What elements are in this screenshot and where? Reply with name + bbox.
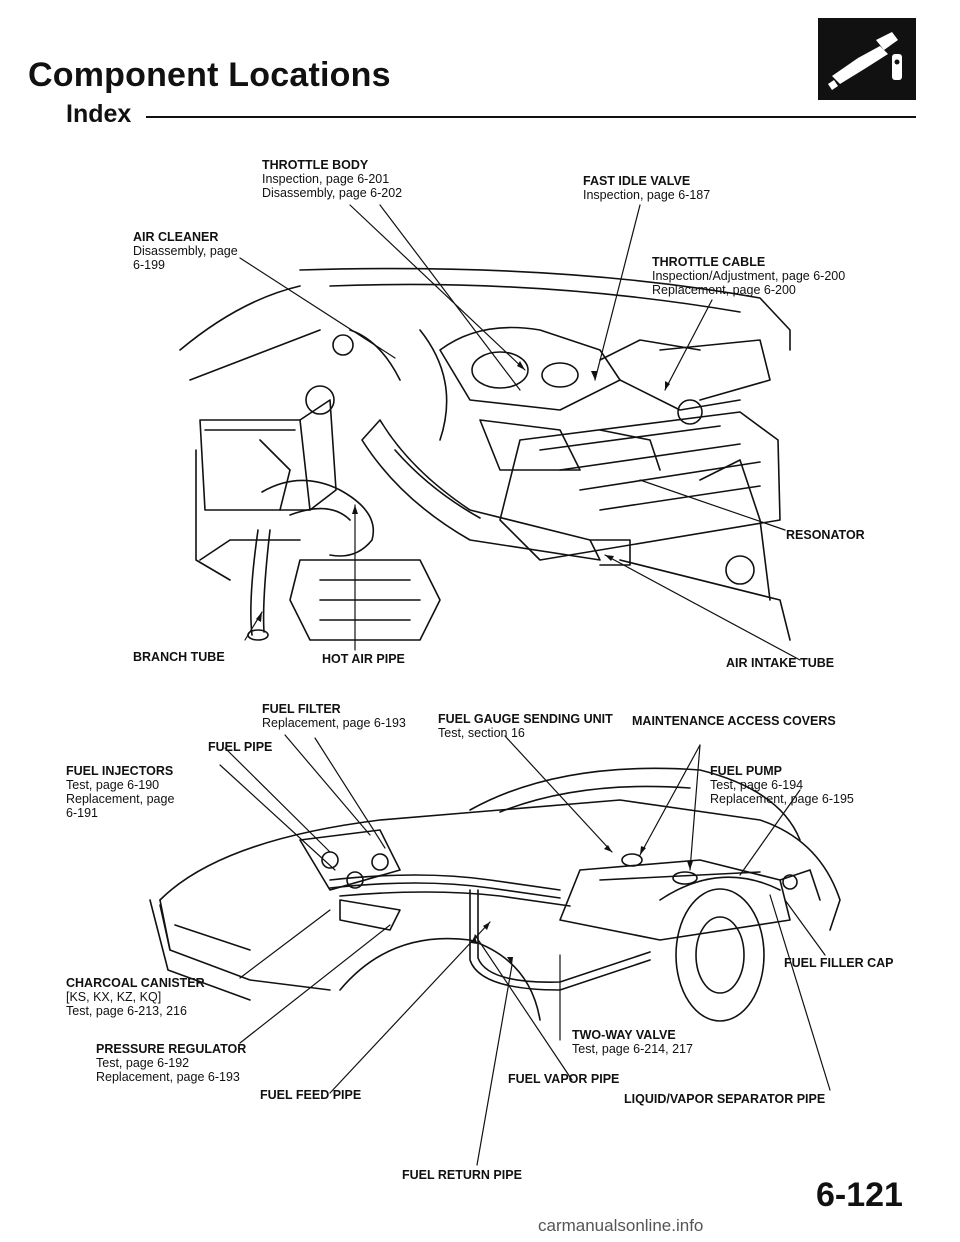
- label-fuel-return-pipe: FUEL RETURN PIPE: [402, 1168, 522, 1182]
- label-throttle-cable: THROTTLE CABLE Inspection/Adjustment, pa…: [652, 255, 846, 297]
- label-fuel-pump: FUEL PUMP Test, page 6-194 Replacement, …: [710, 764, 854, 806]
- label-branch-tube: BRANCH TUBE: [133, 650, 225, 664]
- page-number: 6-121: [816, 1176, 903, 1214]
- label-fuel-injectors: FUEL INJECTORS Test, page 6-190 Replacem…: [66, 764, 175, 820]
- label-fuel-feed-pipe: FUEL FEED PIPE: [260, 1088, 362, 1102]
- label-two-way-valve: TWO-WAY VALVE Test, page 6-214, 217: [572, 1028, 693, 1056]
- engine-bay-drawing: [179, 267, 791, 641]
- leader-lines: [219, 204, 831, 1166]
- label-maintenance-access-covers: MAINTENANCE ACCESS COVERS: [632, 714, 836, 728]
- label-resonator: RESONATOR: [786, 528, 865, 542]
- label-charcoal-canister: CHARCOAL CANISTER [KS, KX, KZ, KQ] Test,…: [66, 976, 205, 1018]
- label-fast-idle-valve: FAST IDLE VALVE Inspection, page 6-187: [583, 174, 711, 202]
- watermark: carmanualsonline.info: [538, 1216, 704, 1235]
- label-liquid-vapor-separator-pipe: LIQUID/VAPOR SEPARATOR PIPE: [624, 1092, 826, 1106]
- label-hot-air-pipe: HOT AIR PIPE: [322, 652, 405, 666]
- car-fuel-system-drawing: [149, 767, 841, 1022]
- label-fuel-filter: FUEL FILTER Replacement, page 6-193: [262, 702, 406, 730]
- page-title: Component Locations: [28, 56, 391, 94]
- arrow-heads: [256, 361, 693, 965]
- label-air-intake-tube: AIR INTAKE TUBE: [726, 656, 835, 670]
- label-fuel-gauge-sending-unit: FUEL GAUGE SENDING UNIT Test, section 16: [438, 712, 613, 740]
- section-subtitle: Index: [66, 100, 132, 128]
- label-throttle-body: THROTTLE BODY Inspection, page 6-201 Dis…: [262, 158, 403, 200]
- label-fuel-filler-cap: FUEL FILLER CAP: [784, 956, 894, 970]
- label-fuel-vapor-pipe: FUEL VAPOR PIPE: [508, 1072, 620, 1086]
- label-pressure-regulator: PRESSURE REGULATOR Test, page 6-192 Repl…: [96, 1042, 247, 1084]
- label-air-cleaner: AIR CLEANER Disassembly, page 6-199: [133, 230, 238, 272]
- fuel-nozzle-icon: [818, 18, 916, 100]
- label-fuel-pipe: FUEL PIPE: [208, 740, 273, 754]
- header-rule: [146, 116, 916, 118]
